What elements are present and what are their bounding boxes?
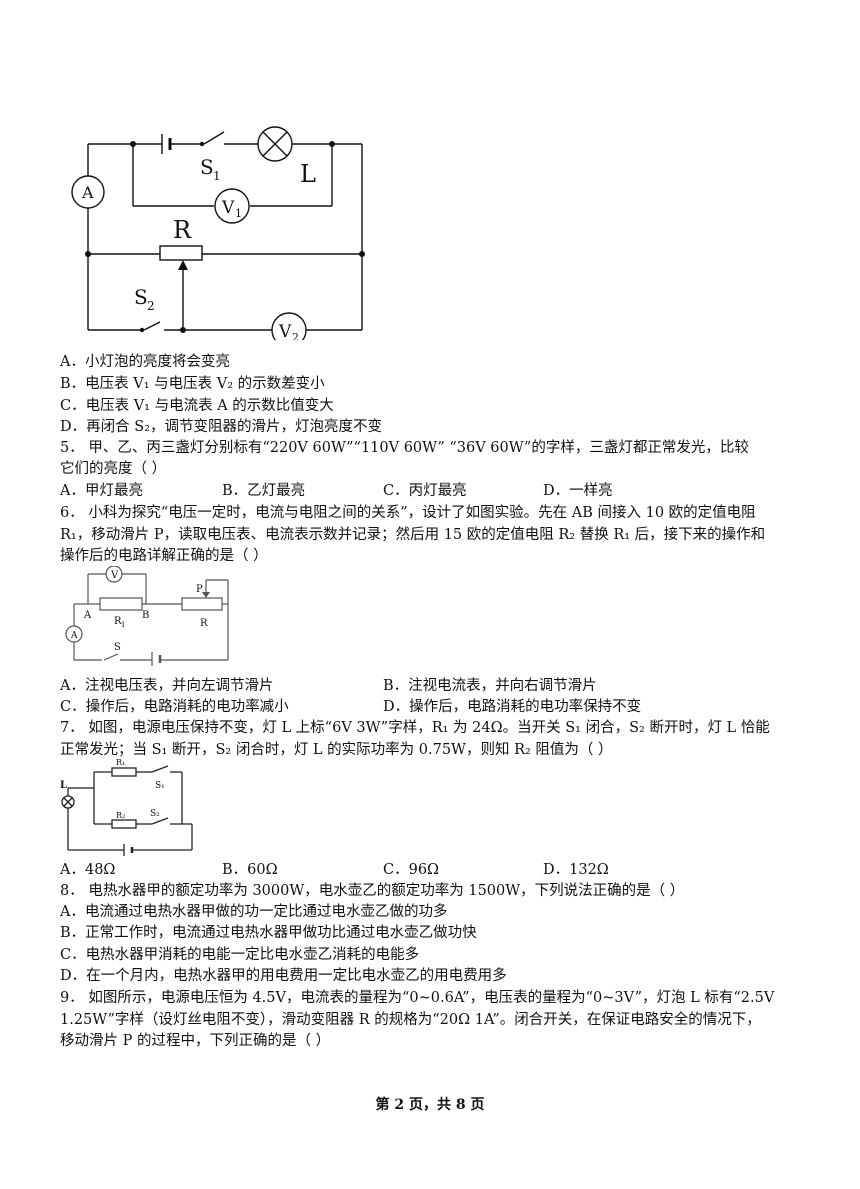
- q4-option-b: B．电压表 V₁ 与电压表 V₂ 的示数差变小: [60, 376, 325, 392]
- fig2-voltmeter-label: V: [110, 570, 119, 581]
- fig2-P-label: P: [196, 584, 203, 595]
- fig2-R1-label: R: [114, 616, 122, 627]
- q5-stem-line1: 5． 甲、乙、丙三盏灯分别标有“220V 60W”“110V 60W” “36V…: [60, 440, 749, 456]
- q8-option-d: D．在一个月内，电热水器甲的用电费用一定比电水壶乙的用电费用多: [60, 968, 507, 984]
- fig1-v1-label: V: [221, 198, 235, 218]
- fig1-switch1-label: S: [200, 155, 214, 179]
- q6-stem-line1: 6． 小科为探究“电压一定时，电流与电阻之间的关系”，设计了如图实验。先在 AB…: [60, 505, 756, 521]
- fig1-v2-sub: 2: [292, 331, 299, 340]
- q8-stem: 8． 电热水器甲的额定功率为 3000W，电水壶乙的额定功率为 1500W，下列…: [60, 883, 685, 899]
- fig3-S2-label: S₂: [150, 809, 160, 819]
- q4-option-d: D．再闭合 S₂，调节变阻器的滑片，灯泡亮度不变: [60, 419, 382, 435]
- q7-stem-line2: 正常发光；当 S₁ 断开，S₂ 闭合时，灯 L 的实际功率为 0.75W，则知 …: [60, 742, 613, 758]
- q6-option-b: B．注视电流表，并向右调节滑片: [383, 678, 597, 694]
- fig2-ammeter-label: A: [70, 631, 78, 641]
- q5-option-b: B．乙灯最亮: [222, 483, 306, 499]
- fig1-lamp-label: L: [300, 160, 316, 188]
- fig3-R2-label: R₂: [116, 811, 125, 820]
- q9-stem-line3: 移动滑片 P 的过程中，下列正确的是（ ）: [60, 1033, 331, 1049]
- q9-stem-line2: 1.25W”字样（设灯丝电阻不变），滑动变阻器 R 的规格为“20Ω 1A”。闭…: [60, 1012, 761, 1028]
- q8-option-a: A．电流通过电热水器甲做的功一定比通过电水壶乙做的功多: [60, 904, 448, 920]
- circuit-figure-2: V P A B R 1 R A S: [60, 566, 240, 670]
- fig3-L-label: L: [60, 780, 67, 791]
- q7-option-b: B．60Ω: [222, 862, 278, 878]
- fig2-R1-sub: 1: [121, 621, 125, 629]
- fig2-A-label: A: [83, 610, 92, 621]
- q7-stem-line1: 7． 如图，电源电压保持不变，灯 L 上标“6V 3W”字样，R₁ 为 24Ω。…: [60, 720, 770, 736]
- fig2-S-label: S: [114, 642, 121, 653]
- fig1-switch2-label: S: [134, 285, 148, 309]
- q6-stem-line3: 操作后的电路详解正确的是（ ）: [60, 548, 268, 564]
- q8-option-c: C．电热水器甲消耗的电能一定比电水壶乙消耗的电能多: [60, 947, 420, 963]
- fig3-R1-label: R₁: [116, 758, 125, 767]
- fig1-v1-sub: 1: [235, 207, 242, 220]
- q5-option-a: A．甲灯最亮: [60, 483, 143, 499]
- circuit-figure-1: A S 1 L V 1 R S 2 V 2: [60, 118, 380, 340]
- q6-option-d: D．操作后，电路消耗的电功率保持不变: [383, 699, 642, 715]
- fig1-v2-label: V: [278, 322, 292, 340]
- q7-option-a: A．48Ω: [60, 862, 116, 878]
- fig2-B-label: B: [142, 610, 149, 621]
- q4-option-a: A．小灯泡的亮度将会变亮: [60, 354, 230, 370]
- q6-option-c: C．操作后，电路消耗的电功率减小: [60, 699, 289, 715]
- q9-stem-line1: 9． 如图所示，电源电压恒为 4.5V，电流表的量程为“0~0.6A”，电压表的…: [60, 990, 775, 1006]
- q5-option-d: D．一样亮: [543, 483, 613, 499]
- q4-option-c: C．电压表 V₁ 与电流表 A 的示数比值变大: [60, 398, 334, 414]
- q5-stem-line2: 它们的亮度（ ）: [60, 461, 167, 477]
- q8-option-b: B．正常工作时，电流通过电热水器甲做功比通过电水壶乙做功快: [60, 925, 477, 941]
- fig3-S1-label: S₁: [155, 781, 165, 791]
- fig1-rheostat-label: R: [173, 216, 192, 244]
- fig1-ammeter-label: A: [81, 183, 94, 202]
- q7-option-d: D．132Ω: [543, 862, 609, 878]
- q5-option-c: C．丙灯最亮: [383, 483, 467, 499]
- circuit-figure-3: L R₁ S₁ R₂ S₂: [60, 758, 200, 858]
- q6-option-a: A．注视电压表，并向左调节滑片: [60, 678, 274, 694]
- q6-stem-line2: R₁，移动滑片 P，读取电压表、电流表示数并记录；然后用 15 欧的定值电阻 R…: [60, 527, 766, 543]
- fig2-R-label: R: [200, 618, 208, 629]
- fig1-switch1-sub: 1: [213, 169, 221, 183]
- fig1-switch2-sub: 2: [147, 299, 155, 313]
- page-footer: 第 2 页，共 8 页: [375, 1097, 485, 1113]
- q7-option-c: C．96Ω: [383, 862, 440, 878]
